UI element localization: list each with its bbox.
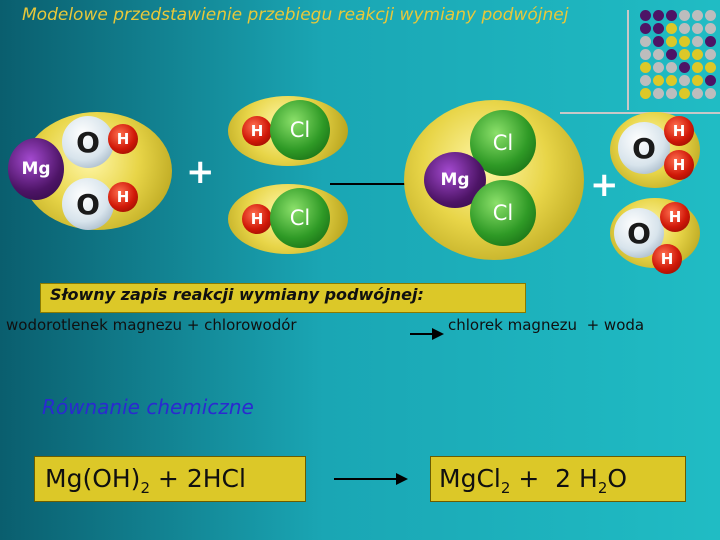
decor-dot bbox=[679, 23, 690, 34]
word-equation-arrow bbox=[410, 333, 434, 335]
decor-dot bbox=[692, 10, 703, 21]
decor-dot bbox=[679, 75, 690, 86]
decor-dot bbox=[692, 23, 703, 34]
decor-dot bbox=[640, 10, 651, 21]
decor-dot bbox=[692, 36, 703, 47]
hydrogen-atom: H bbox=[660, 202, 690, 232]
decor-dot bbox=[653, 23, 664, 34]
decor-dot bbox=[666, 88, 677, 99]
decor-dot bbox=[705, 10, 716, 21]
equation-arrow-head bbox=[396, 473, 408, 485]
hydrogen-atom: H bbox=[664, 116, 694, 146]
decor-dot bbox=[666, 62, 677, 73]
chlorine-atom: Cl bbox=[470, 180, 536, 246]
decor-dot bbox=[705, 75, 716, 86]
decor-dot bbox=[666, 75, 677, 86]
hydrogen-atom: H bbox=[108, 182, 138, 212]
decor-dot bbox=[692, 62, 703, 73]
chemical-equation-heading: Równanie chemiczne bbox=[42, 395, 254, 419]
decor-dot bbox=[640, 62, 651, 73]
word-equation-reactants: wodorotlenek magnezu + chlorowodór bbox=[6, 316, 297, 334]
word-equation-arrow-head bbox=[432, 328, 444, 340]
equation-arrow bbox=[334, 478, 398, 480]
hydrogen-atom: H bbox=[108, 124, 138, 154]
decor-dot bbox=[640, 75, 651, 86]
magnesium-atom: Mg bbox=[8, 138, 64, 200]
plus-sign: + bbox=[590, 165, 619, 205]
hydrogen-atom: H bbox=[652, 244, 682, 274]
reaction-arrow bbox=[330, 183, 412, 185]
products-formula-box: MgCl2 + 2 H2O bbox=[430, 456, 686, 502]
decor-dot bbox=[679, 62, 690, 73]
decor-dot bbox=[653, 36, 664, 47]
chlorine-atom: Cl bbox=[270, 188, 330, 248]
decor-dot bbox=[705, 49, 716, 60]
products-formula: MgCl2 + 2 H2O bbox=[439, 464, 628, 497]
word-equation-products: chlorek magnezu + woda bbox=[448, 316, 645, 334]
oxygen-atom: O bbox=[618, 122, 670, 174]
decor-vertical-line bbox=[627, 10, 629, 110]
decor-dot bbox=[705, 36, 716, 47]
decor-dot bbox=[679, 49, 690, 60]
decor-dot bbox=[640, 49, 651, 60]
decor-dot bbox=[692, 75, 703, 86]
decor-dot bbox=[679, 88, 690, 99]
decor-dot-grid bbox=[640, 10, 720, 110]
decor-dot bbox=[666, 23, 677, 34]
oxygen-atom: O bbox=[62, 178, 114, 230]
decor-dot bbox=[653, 62, 664, 73]
decor-dot bbox=[705, 23, 716, 34]
decor-dot bbox=[666, 10, 677, 21]
decor-dot bbox=[692, 88, 703, 99]
plus-sign: + bbox=[186, 152, 215, 192]
decor-dot bbox=[666, 49, 677, 60]
hydrogen-atom: H bbox=[664, 150, 694, 180]
hydrogen-atom: H bbox=[242, 116, 272, 146]
decor-dot bbox=[653, 75, 664, 86]
decor-dot bbox=[705, 88, 716, 99]
chlorine-atom: Cl bbox=[270, 100, 330, 160]
reactants-formula: Mg(OH)2 + 2HCl bbox=[45, 464, 246, 497]
decor-dot bbox=[653, 10, 664, 21]
reactants-formula-box: Mg(OH)2 + 2HCl bbox=[34, 456, 306, 502]
decor-dot bbox=[679, 10, 690, 21]
hydrogen-atom: H bbox=[242, 204, 272, 234]
page-title: Modelowe przedstawienie przebiegu reakcj… bbox=[22, 5, 569, 25]
oxygen-atom: O bbox=[62, 116, 114, 168]
decor-dot bbox=[653, 49, 664, 60]
word-equation-box bbox=[40, 283, 526, 313]
decor-dot bbox=[640, 36, 651, 47]
word-equation-heading: Słowny zapis reakcji wymiany podwójnej: bbox=[50, 285, 424, 304]
decor-dot bbox=[640, 23, 651, 34]
decor-dot bbox=[640, 88, 651, 99]
decor-dot bbox=[679, 36, 690, 47]
decor-dot bbox=[666, 36, 677, 47]
decor-dot bbox=[692, 49, 703, 60]
decor-dot bbox=[653, 88, 664, 99]
decor-dot bbox=[705, 62, 716, 73]
